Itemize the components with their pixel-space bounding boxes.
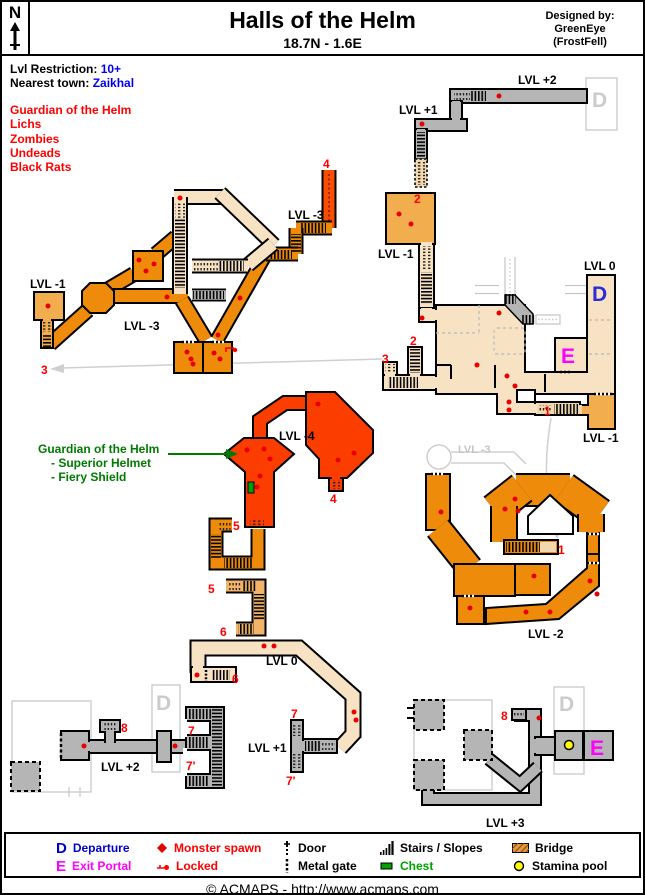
legend-exit-portal: E Exit Portal xyxy=(56,857,132,875)
portal-marker: 1 xyxy=(558,543,565,557)
portal-marker: 6 xyxy=(232,672,239,686)
portal-marker: 3 xyxy=(41,363,48,377)
level-label: LVL -1 xyxy=(30,277,66,291)
chest-icon xyxy=(380,862,393,870)
stairs-structure-77 xyxy=(183,706,225,789)
portal-marker: 6 xyxy=(220,625,227,639)
monster-spawn-dots xyxy=(45,93,600,749)
portal-letters: D D E D D E xyxy=(156,89,607,760)
monster-spawn-icon xyxy=(157,843,167,853)
door-icon xyxy=(284,841,290,855)
level-label: LVL +3 xyxy=(486,816,525,830)
page-title: Halls of the Helm xyxy=(229,7,416,33)
monster-item: Zombies xyxy=(10,131,60,146)
level-label: LVL -2 xyxy=(528,627,564,641)
level-plus3-area xyxy=(407,699,614,806)
departure-ghost: D xyxy=(156,692,171,715)
info-block: Lvl Restriction: 10+ Nearest town: Zaikh… xyxy=(10,62,134,90)
level-label: LVL -1 xyxy=(378,247,414,261)
portal-marker: 1 xyxy=(544,404,551,418)
level-label: LVL -1 xyxy=(583,431,619,445)
legend-monster-spawn: Monster spawn xyxy=(156,840,261,856)
legend-stairs: Stairs / Slopes xyxy=(380,840,483,856)
level-plus1-plus2-area xyxy=(414,88,588,188)
legend-stamina-pool: Stamina pool xyxy=(512,858,607,874)
portal-marker: 2 xyxy=(410,334,417,348)
level-minus2-area xyxy=(425,472,610,626)
portal-marker: 5 xyxy=(208,582,215,596)
north-arrow-icon xyxy=(10,22,20,50)
restriction-value: 10+ xyxy=(100,62,122,76)
bridge-icon xyxy=(512,843,529,853)
portal-marker: 8 xyxy=(501,709,508,723)
stairs-icon xyxy=(380,841,394,855)
legend-metal-gate: Metal gate xyxy=(282,858,357,874)
exit-portal-icon: E xyxy=(56,857,67,875)
level-minus4-area xyxy=(168,391,374,528)
copyright-footer: © ACMAPS - http://www.acmaps.com xyxy=(206,881,439,895)
portal-marker: 5 xyxy=(233,519,240,533)
level-label: LVL +2 xyxy=(518,73,557,87)
page-subtitle: 18.7N - 1.6E xyxy=(283,35,362,51)
restriction-label: Lvl Restriction: xyxy=(10,62,98,76)
legend-locked: Locked xyxy=(156,858,218,874)
legend-departure: D Departure xyxy=(56,839,130,857)
level-label: LVL +1 xyxy=(248,741,287,755)
portal-marker: 2 xyxy=(414,192,421,206)
portal-markers: 4 2 3 3 2 1 4 5 5 6 6 7 7' 7 7' 8 8 1 xyxy=(41,157,565,788)
level-label-ghost: LVL -3 xyxy=(458,444,491,456)
compass-box: N xyxy=(2,2,30,54)
exit-portal: E xyxy=(590,737,604,760)
level-label: LVL -3 xyxy=(124,319,160,333)
level-label: LVL 0 xyxy=(584,259,616,273)
designer-credit: Designed by: GreenEye (FrostFell) xyxy=(545,10,615,48)
legend-chest: Chest xyxy=(380,858,433,874)
legend-bridge: Bridge xyxy=(512,840,573,856)
guardian-callout: Guardian of the Helm - Superior Helmet -… xyxy=(38,442,160,484)
stamina-pool-icon xyxy=(513,860,525,872)
portal-marker: 7 xyxy=(291,707,298,721)
level-label: LVL +2 xyxy=(101,760,140,774)
level-plus1-south-area xyxy=(290,719,338,773)
portal-marker: 7' xyxy=(186,759,196,773)
level-label: LVL -3 xyxy=(288,208,324,222)
departure-ghost: D xyxy=(559,693,574,716)
level-minus1-minus3-west-area xyxy=(33,170,337,374)
level-label: LVL 0 xyxy=(266,654,298,668)
c-corridors-56 xyxy=(208,517,267,637)
legend-door: Door xyxy=(282,840,326,856)
legend-box: D Departure Monster spawn Door Stairs / … xyxy=(4,832,641,878)
departure-ghost: D xyxy=(592,89,607,112)
locked-icon xyxy=(157,865,169,870)
exit-portal: E xyxy=(561,345,575,368)
departure-point: D xyxy=(592,283,607,306)
monster-item: Undeads xyxy=(10,145,61,160)
portal-marker: 7 xyxy=(188,724,195,738)
level-plus2-area xyxy=(10,719,187,792)
portal-marker: 7' xyxy=(286,774,296,788)
level-label: LVL -4 xyxy=(279,429,315,443)
header-divider xyxy=(2,54,643,56)
monster-item: Lichs xyxy=(10,117,42,132)
level-0-south-area xyxy=(189,639,362,754)
portal-marker: 4 xyxy=(330,492,337,506)
monster-item: Black Rats xyxy=(10,160,72,175)
portal-marker: 3 xyxy=(382,352,389,366)
level-label: LVL +1 xyxy=(399,103,438,117)
monster-item: Guardian of the Helm xyxy=(10,103,132,117)
monster-list: Guardian of the Helm Lichs Zombies Undea… xyxy=(10,103,131,174)
dungeon-map: LVL +2 LVL +1 LVL -1 LVL -3 LVL -3 LVL -… xyxy=(10,73,619,830)
portal-marker: 4 xyxy=(323,157,330,171)
level-0-central-area xyxy=(382,192,616,430)
level-labels: LVL +2 LVL +1 LVL -1 LVL -3 LVL -3 LVL -… xyxy=(30,73,619,830)
town-label: Nearest town: xyxy=(10,76,90,90)
portal-marker: 8 xyxy=(121,721,128,735)
departure-icon: D xyxy=(56,839,67,857)
town-value: Zaikhal xyxy=(92,76,135,90)
metal-gate-icon xyxy=(285,859,289,873)
compass-letter: N xyxy=(8,3,22,22)
